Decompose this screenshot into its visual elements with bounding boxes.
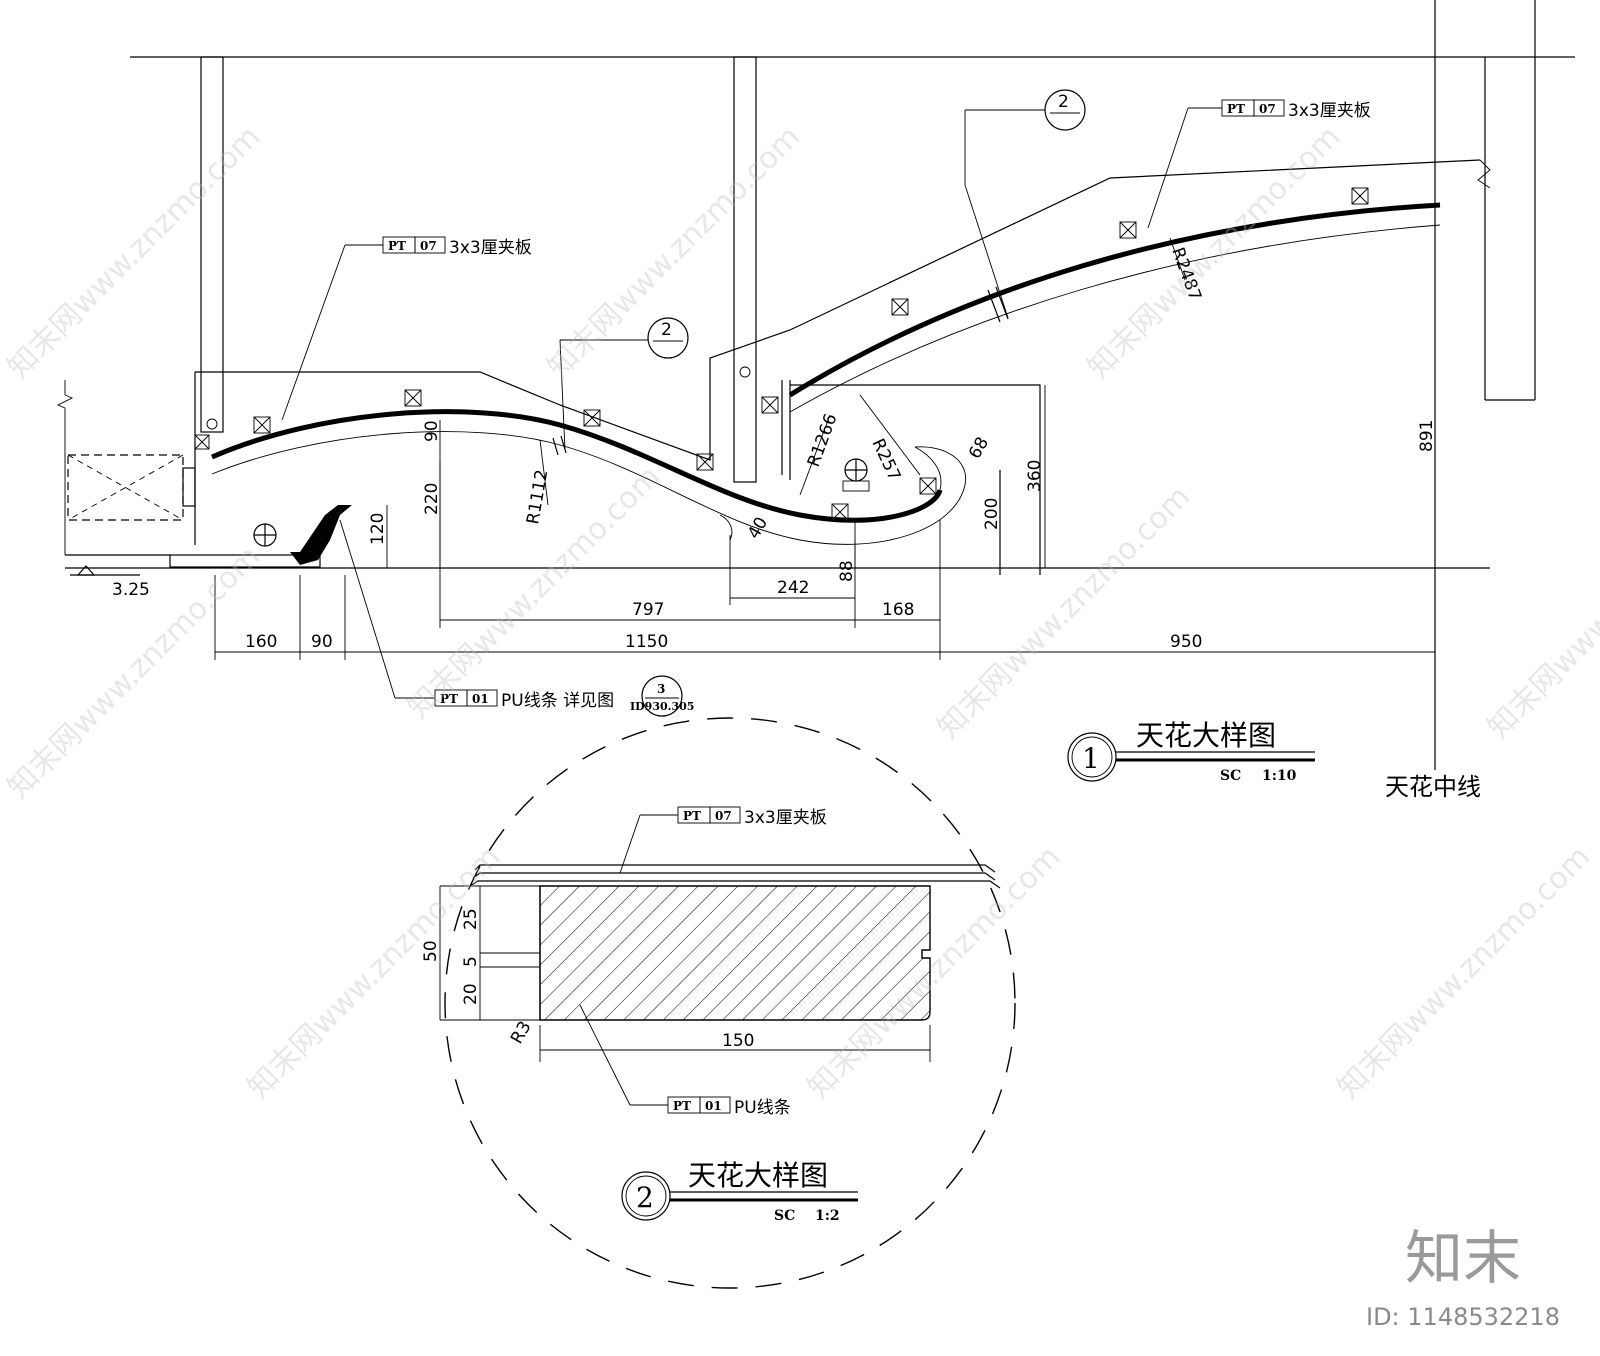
watermark-text: 知末网www.znzmo.com xyxy=(1331,839,1597,1105)
watermark-text: 知末网www.znzmo.com xyxy=(541,119,807,385)
radius-r257: R257 xyxy=(867,436,904,485)
ref-bubble-top-number: 2 xyxy=(1058,92,1069,112)
downlight-fixture-icon xyxy=(253,458,870,547)
dim-950: 950 xyxy=(1170,632,1202,652)
note-right-plywood: 3x3厘夹板 xyxy=(1288,101,1371,121)
detail-1-section: 3.25 160 90 1150 950 797 168 242 xyxy=(56,0,1575,801)
watermark-text: 知末网www.znzmo.com xyxy=(1,119,267,385)
note2-pu-cornice: PU线条 xyxy=(734,1098,791,1118)
detail-1-number: 1 xyxy=(1082,742,1100,775)
tag-right-07: 07 xyxy=(1259,102,1276,116)
dim-120: 120 xyxy=(368,513,388,545)
tag2-top-07: 07 xyxy=(715,809,732,823)
watermark-text: 知末网www.znzmo.com xyxy=(931,479,1197,745)
tag-left-pt: PT xyxy=(388,239,406,253)
dim-20: 20 xyxy=(461,983,481,1005)
detail-2-scale-prefix: SC xyxy=(774,1208,795,1224)
tag-bottom-01: 01 xyxy=(472,692,489,706)
note-pu-cornice: PU线条 详见图 xyxy=(501,691,614,711)
tag2-bottom-01: 01 xyxy=(705,1099,722,1113)
watermark-layer: 知末网www.znzmo.com 知末网www.znzmo.com 知末网www… xyxy=(1,119,1600,1331)
dim-168: 168 xyxy=(882,600,914,620)
tag-bottom-pt: PT xyxy=(440,692,458,706)
detail-2-number: 2 xyxy=(636,1181,654,1214)
dim-90-vertical: 90 xyxy=(422,420,442,442)
ref-bubble-mid-number: 2 xyxy=(661,320,672,340)
radius-r1266: R1266 xyxy=(804,411,842,470)
detail-2-enlarged: 50 25 5 20 R3 150 PT 07 3x3厘夹板 PT 01 PU线… xyxy=(421,717,1016,1289)
detail-1-scale: 1:10 xyxy=(1262,768,1297,784)
radius-r1112: R1112 xyxy=(523,468,552,526)
dim-200: 200 xyxy=(982,498,1002,530)
note-left-plywood: 3x3厘夹板 xyxy=(449,238,532,258)
pu-profile-hatched xyxy=(539,885,931,1021)
tag-right-pt: PT xyxy=(1227,102,1245,116)
dim-5: 5 xyxy=(461,956,481,967)
dim-220: 220 xyxy=(422,483,442,515)
fastener-markers xyxy=(194,187,1369,521)
watermark-id: ID: 1148532218 xyxy=(1366,1303,1560,1331)
tag2-top-pt: PT xyxy=(683,809,701,823)
detail-2-title: 天花大样图 xyxy=(688,1159,828,1192)
dim-68: 68 xyxy=(965,434,993,463)
dim-1150: 1150 xyxy=(625,632,668,652)
tag2-bottom-pt: PT xyxy=(673,1099,691,1113)
ceiling-centerline-note: 天花中线 xyxy=(1385,773,1481,801)
dim-360: 360 xyxy=(1025,460,1045,492)
watermark-logo: 知末 xyxy=(1405,1224,1521,1292)
dim-88: 88 xyxy=(837,560,857,582)
dim-160: 160 xyxy=(245,632,277,652)
detail-1-scale-prefix: SC xyxy=(1220,768,1241,784)
watermark-text: 知末网www.znzmo.com xyxy=(1481,479,1600,745)
dim-150: 150 xyxy=(722,1031,754,1051)
pu-cornice-profile xyxy=(195,505,352,565)
dim-50: 50 xyxy=(421,940,441,962)
detail-1-title: 天花大样图 xyxy=(1136,719,1276,752)
dim-25: 25 xyxy=(461,908,481,930)
ref-bubble-bottom-drawing: ID930.305 xyxy=(630,700,694,713)
detail-2-scale: 1:2 xyxy=(815,1208,840,1224)
dim-242: 242 xyxy=(777,578,809,598)
dim-40: 40 xyxy=(744,514,772,543)
ref-bubble-bottom-number: 3 xyxy=(657,682,665,696)
dim-891: 891 xyxy=(1417,420,1437,452)
watermark-text: 知末网www.znzmo.com xyxy=(241,839,507,1105)
note2-plywood: 3x3厘夹板 xyxy=(744,808,827,828)
dim-90: 90 xyxy=(311,632,333,652)
dim-797: 797 xyxy=(632,600,664,620)
elevation-label: 3.25 xyxy=(112,580,150,600)
tag-left-07: 07 xyxy=(420,239,437,253)
dim-r3: R3 xyxy=(507,1018,536,1048)
